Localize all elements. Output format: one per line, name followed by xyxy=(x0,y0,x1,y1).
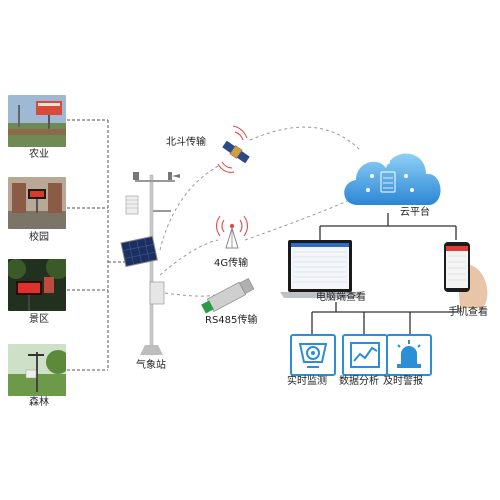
cloud-platform-label: 云平台 xyxy=(400,207,430,218)
chart-icon xyxy=(350,342,380,368)
feature-label-alarm: 及时警报 xyxy=(383,376,423,387)
scene-label-agriculture: 农业 xyxy=(29,149,49,160)
scene-label-forest: 森林 xyxy=(29,397,49,408)
feature-label-realtime: 实时监测 xyxy=(287,376,327,387)
alarm-icon xyxy=(397,340,421,368)
beidou-transmission-label: 北斗传输 xyxy=(166,137,206,148)
feature-realtime-monitoring xyxy=(290,334,336,376)
camera-icon xyxy=(298,343,328,368)
scene-photo-agriculture xyxy=(8,95,66,147)
4g-transmission-label: 4G传输 xyxy=(214,258,249,269)
feature-timely-alarm xyxy=(386,334,432,376)
scene-label-campus: 校园 xyxy=(29,232,49,243)
feature-data-analysis xyxy=(342,334,388,376)
scene-photo-scenic xyxy=(8,259,66,311)
scene-photo-forest xyxy=(8,344,66,396)
pc-view-label: 电脑端查看 xyxy=(316,292,366,303)
scene-label-scenic: 景区 xyxy=(29,314,49,325)
rs485-transmission-label: RS485传输 xyxy=(205,315,258,326)
phone-view-label: 手机查看 xyxy=(448,307,488,318)
feature-label-analysis: 数据分析 xyxy=(339,376,379,387)
scene-photo-campus xyxy=(8,177,66,229)
weather-station-label: 气象站 xyxy=(136,360,166,371)
